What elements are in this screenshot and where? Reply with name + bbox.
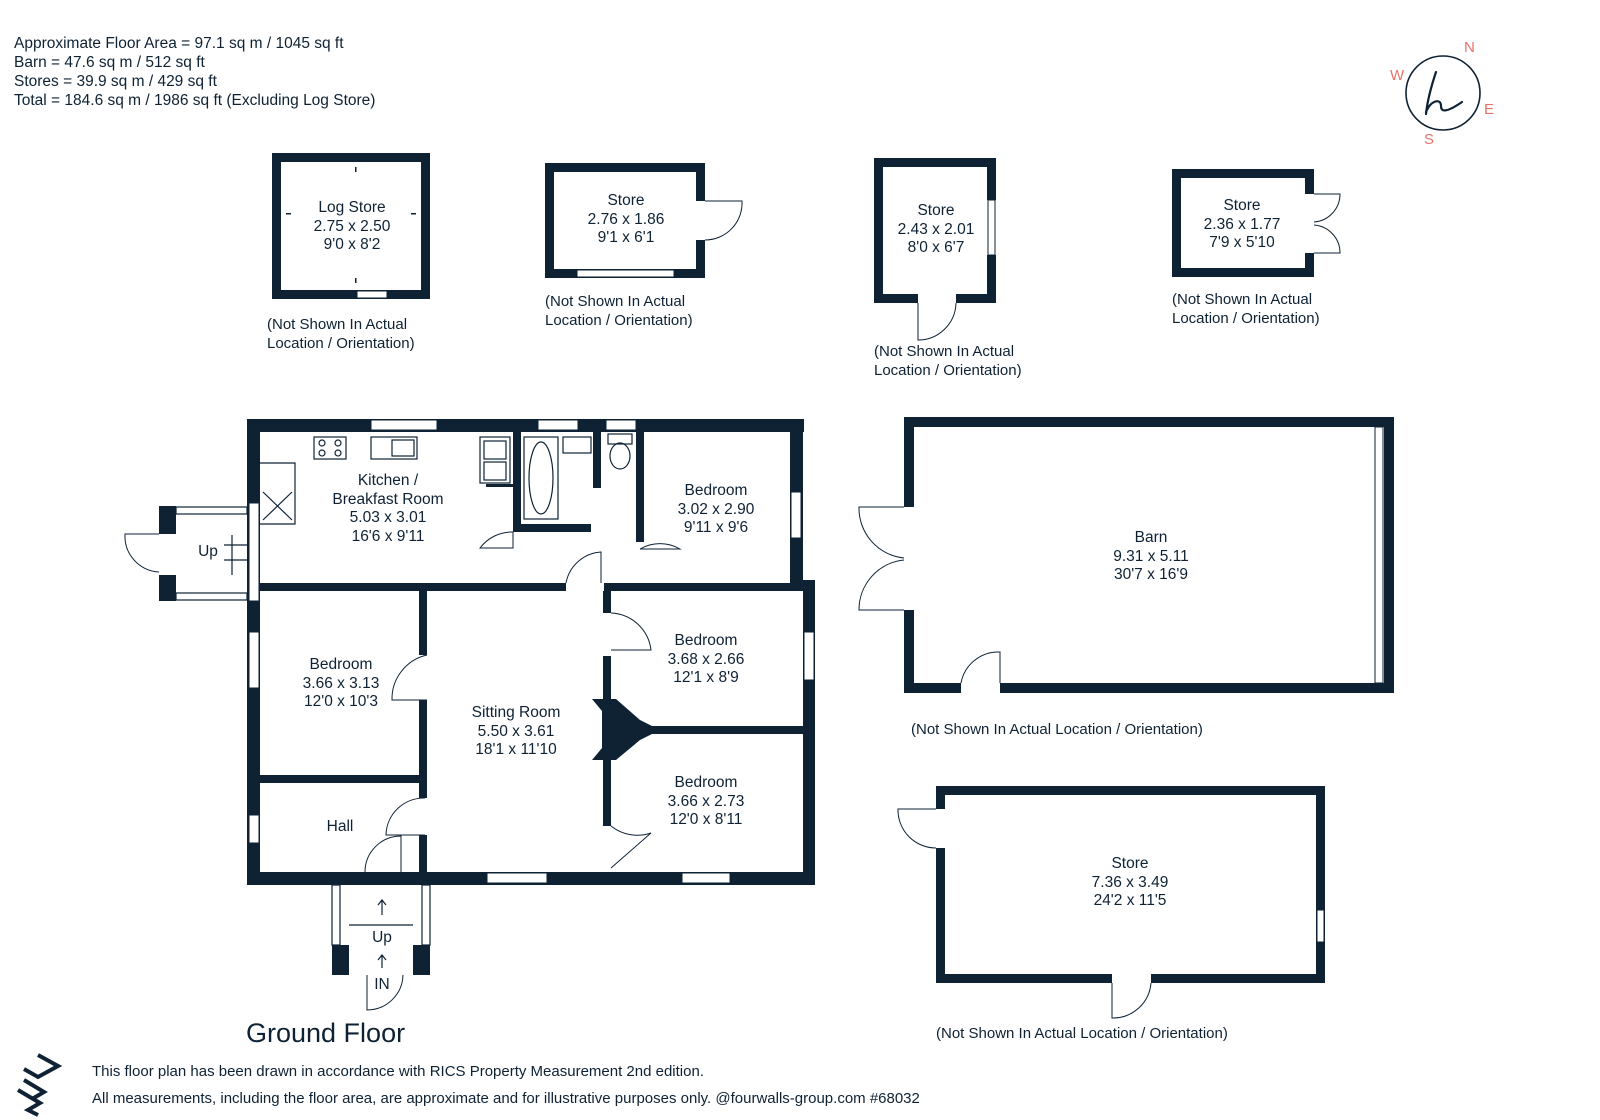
footer-line-2: All measurements, including the floor ar… (92, 1090, 920, 1107)
room-imperial: 12'0 x 8'11 (669, 811, 743, 828)
room-name: Bedroom (309, 656, 373, 673)
barn-label: Barn 9.31 x 5.11 30'7 x 16'9 (1113, 529, 1189, 585)
room-metric: 7.36 x 3.49 (1091, 873, 1169, 891)
room-metric: 2.75 x 2.50 (313, 217, 391, 235)
room-metric: 3.68 x 2.66 (667, 650, 745, 668)
room-name: Log Store (318, 199, 386, 216)
room-metric: 5.50 x 3.61 (477, 722, 555, 740)
up-label-south: Up (372, 929, 392, 946)
note-line-2: Location / Orientation) (545, 312, 693, 329)
room-imperial: 12'1 x 8'9 (673, 669, 739, 686)
room-name: Bedroom (674, 632, 738, 649)
log-store-plan (272, 153, 430, 299)
barn-note: (Not Shown In Actual Location / Orientat… (911, 721, 1203, 738)
room-imperial: 24'2 x 11'5 (1093, 892, 1167, 909)
room-name: Barn (1134, 529, 1168, 546)
room-metric: 9.31 x 5.11 (1113, 547, 1189, 565)
store-3-plan (1172, 169, 1341, 277)
room-name: Bedroom (674, 774, 738, 791)
sitting-room-label: Sitting Room 5.50 x 3.61 18'1 x 11'10 (472, 704, 561, 760)
note-line-1: (Not Shown In Actual (1172, 291, 1313, 308)
total-area-text: Total = 184.6 sq m / 1986 sq ft (Excludi… (14, 92, 376, 109)
room-imperial: 9'1 x 6'1 (597, 229, 655, 246)
store-3-note: (Not Shown In Actual Location / Orientat… (1172, 290, 1320, 328)
room-name: Bedroom (684, 482, 748, 499)
main-house-plan (124, 419, 815, 1011)
store-1-plan (545, 163, 743, 278)
stores-area-text: Stores = 39.9 sq m / 429 sq ft (14, 73, 217, 90)
compass-w: W (1390, 67, 1405, 84)
room-imperial: 16'6 x 9'11 (351, 527, 425, 545)
compass-s: S (1424, 131, 1434, 148)
room-metric: 2.43 x 2.01 (897, 220, 975, 238)
note-line-2: Location / Orientation) (874, 362, 1022, 379)
room-metric: 5.03 x 3.01 (349, 509, 427, 526)
note-line-1: (Not Shown In Actual (267, 316, 408, 333)
store-3-label: Store 2.36 x 1.77 7'9 x 5'10 (1204, 197, 1281, 253)
fourwalls-logo-icon (16, 1053, 62, 1117)
bedroom-e-label: Bedroom 3.68 x 2.66 12'1 x 8'9 (668, 632, 745, 688)
store-1-label: Store 2.76 x 1.86 9'1 x 6'1 (588, 192, 665, 248)
room-imperial: 18'1 x 11'10 (475, 741, 557, 758)
room-imperial: 9'0 x 8'2 (323, 236, 381, 253)
bedroom-ne-label: Bedroom 3.02 x 2.90 9'11 x 9'6 (678, 482, 755, 538)
room-metric: 3.66 x 3.13 (302, 674, 380, 692)
room-imperial: 7'9 x 5'10 (1209, 234, 1275, 251)
room-imperial: 8'0 x 6'7 (907, 239, 965, 256)
room-metric: 3.66 x 2.73 (667, 792, 745, 810)
compass-n: N (1464, 39, 1475, 56)
room-name: Store (1111, 855, 1149, 872)
room-name: Store (917, 202, 955, 219)
room-metric: 3.02 x 2.90 (677, 500, 755, 518)
in-label: IN (374, 976, 390, 993)
room-imperial: 30'7 x 16'9 (1113, 566, 1188, 583)
kitchen-label: Kitchen / Breakfast Room 5.03 x 3.01 16'… (332, 472, 443, 546)
log-store-label: Log Store 2.75 x 2.50 9'0 x 8'2 (314, 199, 391, 255)
store-big-plan (897, 786, 1325, 1019)
up-label-west: Up (198, 543, 218, 560)
store-2-plan (874, 158, 996, 341)
store-2-label: Store 2.43 x 2.01 8'0 x 6'7 (898, 202, 975, 258)
compass-e: E (1484, 101, 1494, 118)
note-line-2: Location / Orientation) (267, 335, 415, 352)
area-summary: Approximate Floor Area = 97.1 sq m / 104… (14, 34, 375, 110)
barn-area-text: Barn = 47.6 sq m / 512 sq ft (14, 54, 205, 71)
note-line-1: (Not Shown In Actual (545, 293, 686, 310)
compass-logo: N E S W (1390, 39, 1494, 148)
room-metric: 2.76 x 1.86 (587, 210, 665, 228)
store-big-label: Store 7.36 x 3.49 24'2 x 11'5 (1092, 855, 1169, 911)
store-big-note: (Not Shown In Actual Location / Orientat… (936, 1025, 1228, 1042)
log-store-note: (Not Shown In Actual Location / Orientat… (267, 315, 415, 353)
store-1-note: (Not Shown In Actual Location / Orientat… (545, 292, 693, 330)
bedroom-w-label: Bedroom 3.66 x 3.13 12'0 x 10'3 (303, 656, 380, 712)
store-2-note: (Not Shown In Actual Location / Orientat… (874, 342, 1022, 380)
room-name-2: Breakfast Room (332, 490, 444, 508)
room-name: Store (607, 192, 645, 209)
room-name: Hall (326, 818, 354, 835)
room-name: Sitting Room (471, 704, 561, 721)
floor-area-text: Approximate Floor Area = 97.1 sq m / 104… (14, 35, 344, 52)
footer-line-1: This floor plan has been drawn in accord… (92, 1063, 704, 1080)
room-metric: 2.36 x 1.77 (1203, 215, 1281, 233)
hall-label: Hall (327, 818, 354, 837)
bedroom-se-label: Bedroom 3.66 x 2.73 12'0 x 8'11 (668, 774, 745, 830)
note-line-1: (Not Shown In Actual (874, 343, 1015, 360)
room-imperial: 9'11 x 9'6 (683, 519, 749, 536)
note-line-2: Location / Orientation) (1172, 310, 1320, 327)
room-imperial: 12'0 x 10'3 (303, 693, 379, 710)
barn-plan (858, 417, 1394, 693)
room-name: Store (1223, 197, 1261, 214)
floor-title: Ground Floor (246, 1018, 406, 1048)
room-name: Kitchen / (357, 472, 419, 489)
